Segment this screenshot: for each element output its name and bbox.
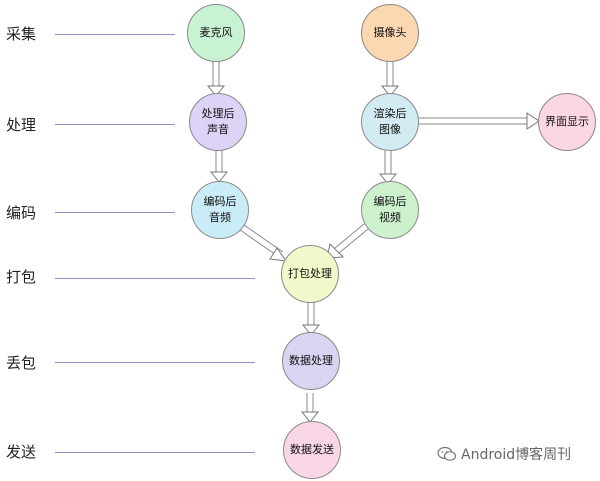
node-label: 编码后 视频 [373, 195, 407, 224]
node-display: 界面显示 [538, 93, 596, 151]
node-label: 编码后 音频 [203, 195, 237, 224]
node-label: 数据处理 [289, 354, 333, 368]
watermark-text: Android博客周刊 [461, 447, 572, 463]
node-label: 处理后 声音 [201, 107, 235, 136]
node-data-processing: 数据处理 [282, 332, 340, 390]
stage-label-process: 处理 [6, 116, 37, 134]
arrow-packaging-to-data-processing [301, 302, 321, 336]
wechat-icon [437, 446, 457, 461]
node-microphone: 麦克风 [187, 4, 245, 62]
node-label: 摄像头 [373, 26, 407, 40]
arrow-rendered-image-to-display [419, 112, 540, 130]
stage-label-encode: 编码 [6, 204, 37, 222]
arrow-processed-audio-to-encoded-audio [209, 148, 229, 183]
stage-divider-line [55, 452, 255, 453]
node-data-sending: 数据发送 [283, 421, 341, 479]
node-rendered-image: 渲染后 图像 [361, 93, 419, 151]
node-camera: 摄像头 [361, 4, 419, 62]
node-label: 渲染后 图像 [373, 107, 407, 136]
stage-label-capture: 采集 [6, 25, 37, 43]
arrow-rendered-image-to-encoded-video [378, 150, 398, 185]
stage-label-pack: 打包 [6, 268, 37, 286]
arrow-encoded-audio-to-packaging [239, 224, 288, 262]
node-encoded-audio: 编码后 音频 [191, 181, 249, 239]
arrow-mic-to-processed-audio [206, 60, 226, 97]
stage-divider-line [55, 34, 175, 35]
node-processed-audio: 处理后 声音 [189, 93, 247, 151]
node-label: 打包处理 [288, 267, 332, 281]
stage-divider-line [55, 362, 255, 363]
arrow-camera-to-rendered-image [380, 60, 400, 97]
stage-divider-line [55, 212, 175, 213]
node-packaging: 打包处理 [281, 245, 339, 303]
stage-label-send: 发送 [6, 443, 37, 461]
stage-label-drop: 丢包 [6, 354, 37, 372]
stage-divider-line [55, 124, 175, 125]
arrow-data-processing-to-data-sending [300, 393, 320, 423]
stage-divider-line [55, 278, 255, 279]
node-label: 麦克风 [199, 26, 233, 40]
node-label: 界面显示 [545, 115, 589, 129]
arrow-encoded-video-to-packaging [326, 223, 369, 259]
node-label: 数据发送 [290, 443, 334, 457]
node-encoded-video: 编码后 视频 [361, 181, 419, 239]
watermark: Android博客周刊 [437, 444, 571, 464]
